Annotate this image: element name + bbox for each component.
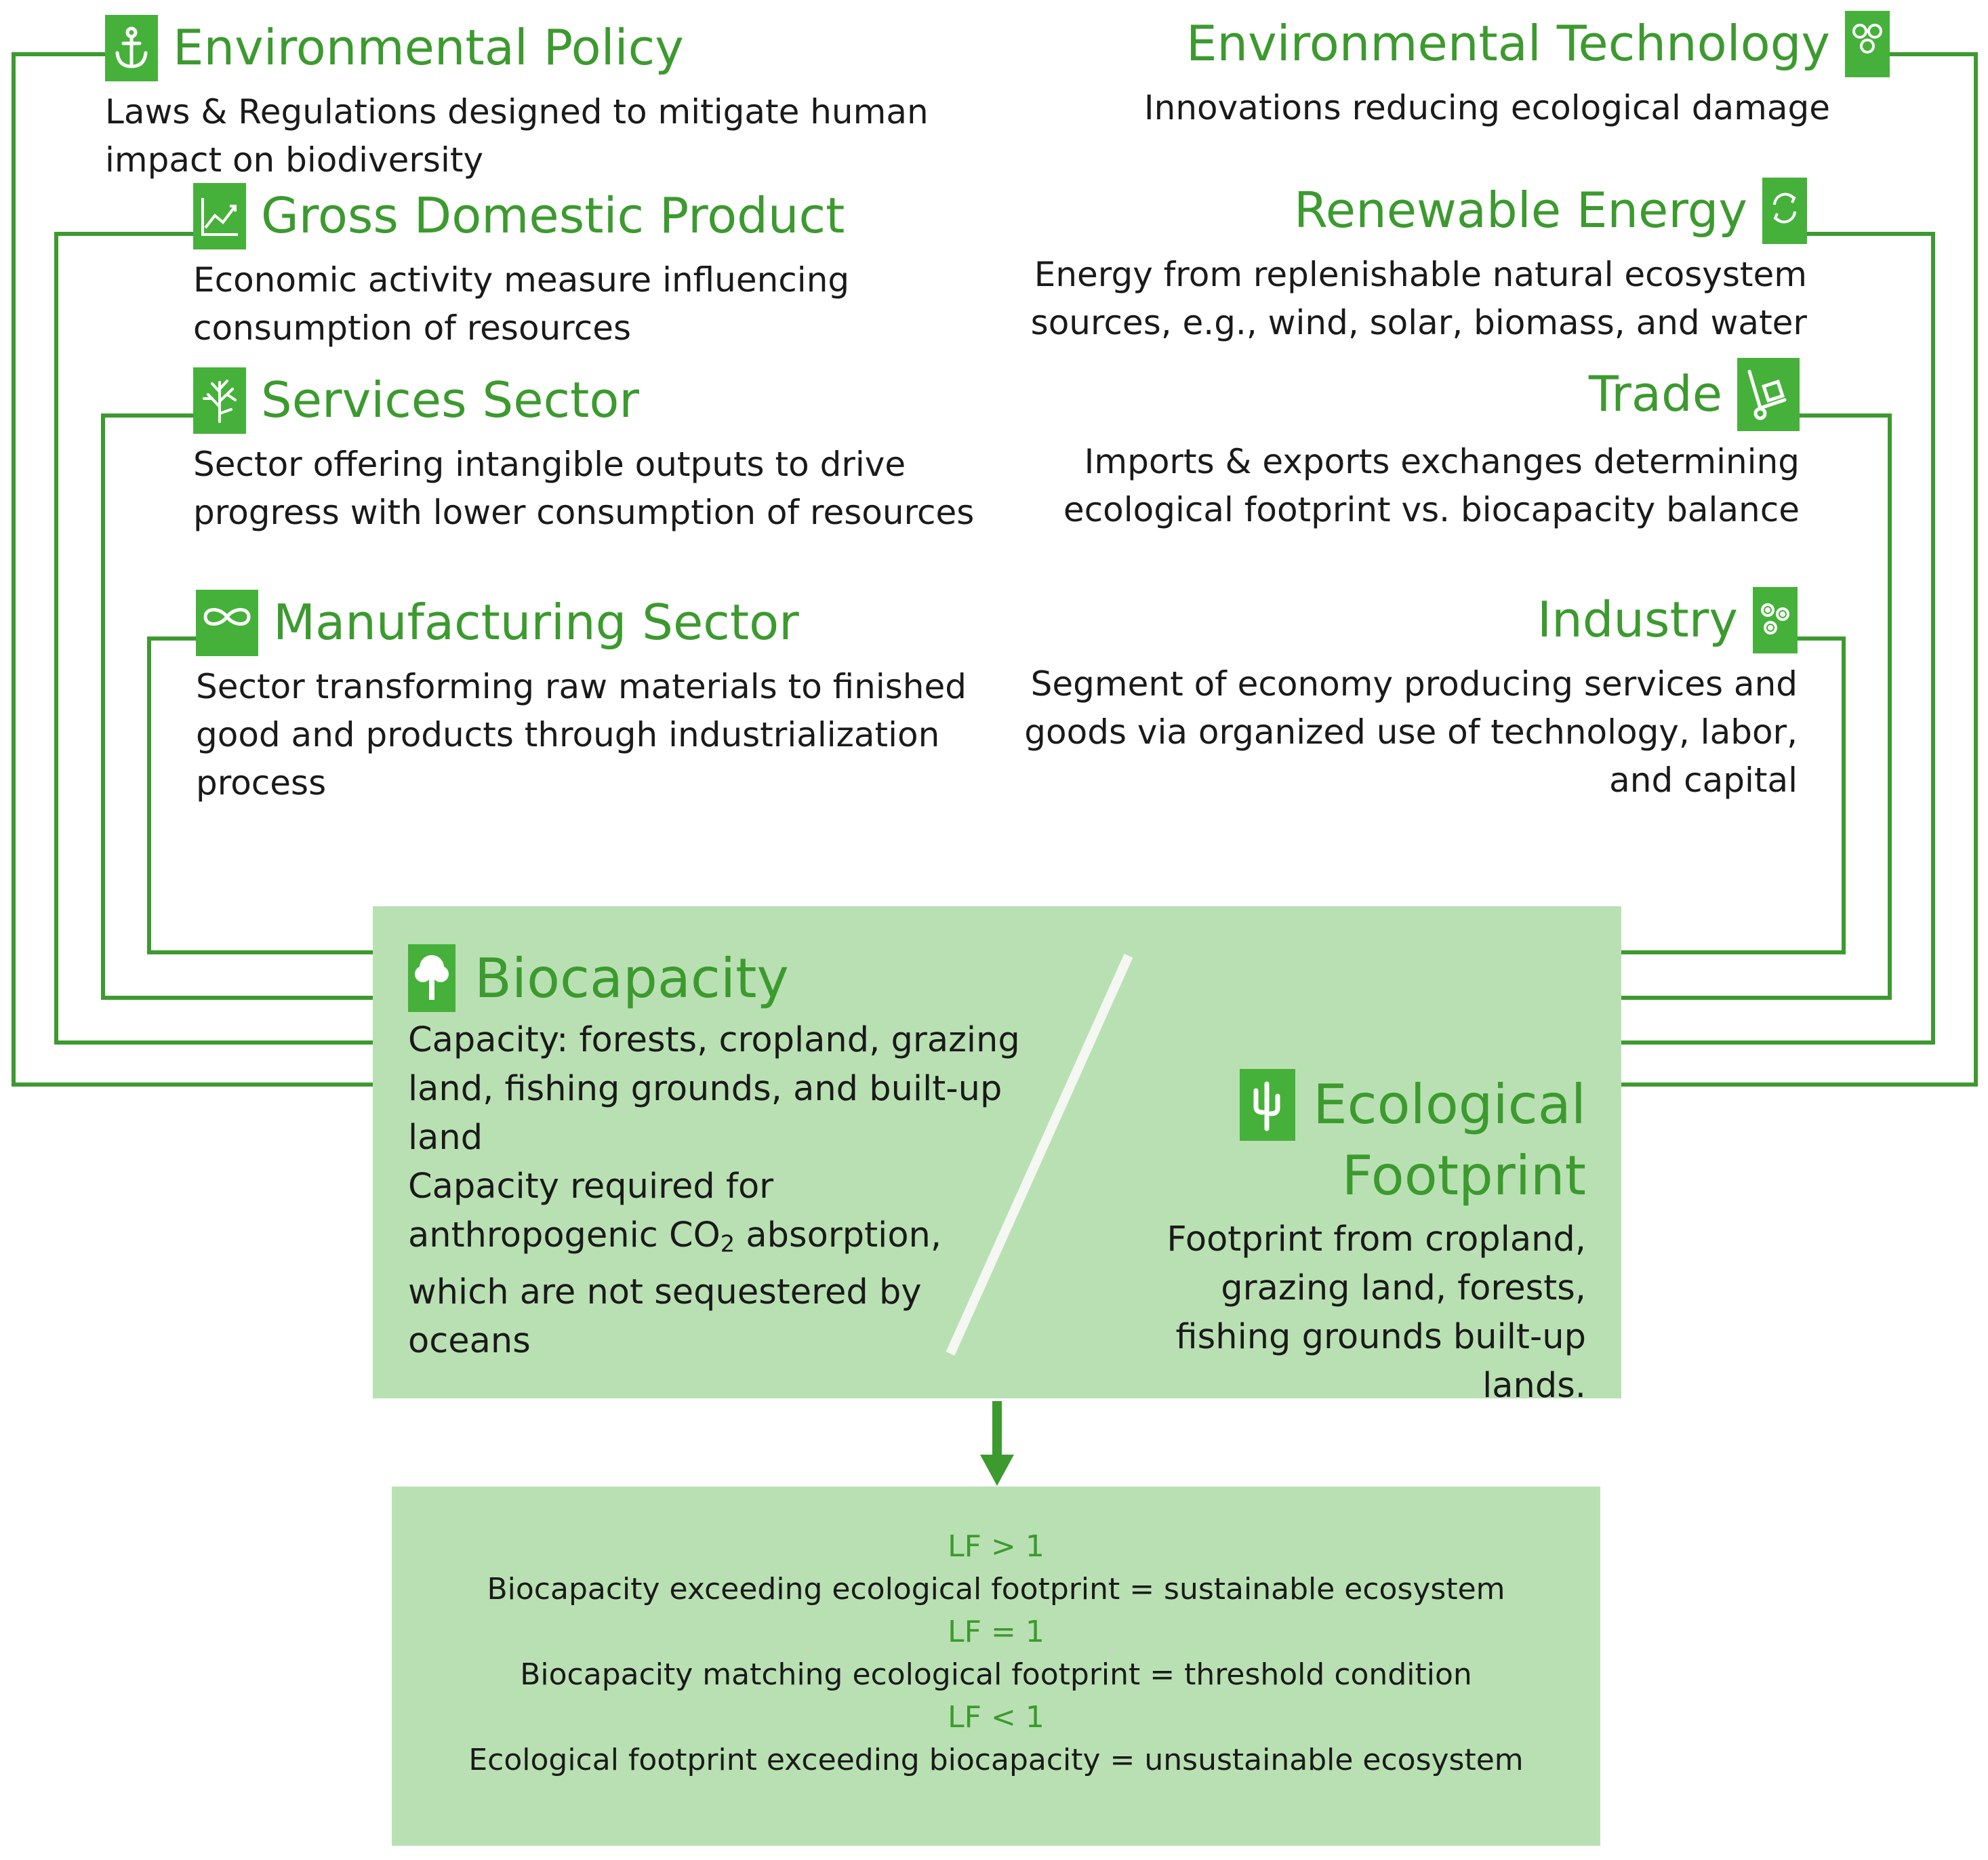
industry-connector xyxy=(1621,636,1846,954)
infinity-icon xyxy=(196,590,258,656)
center-arrow-head xyxy=(980,1455,1014,1486)
services-connector xyxy=(101,413,373,1000)
load-factor-outcomes-box: LF > 1 Biocapacity exceeding ecological … xyxy=(392,1487,1600,1846)
factor-services-sector: Services Sector Sector offering intangib… xyxy=(193,367,1007,537)
factor-title: Trade xyxy=(1588,365,1722,423)
policy-connector xyxy=(12,52,373,1087)
hand-truck-icon xyxy=(1737,358,1800,431)
lf-outcome-text: Biocapacity exceeding ecological footpri… xyxy=(487,1572,1505,1606)
factor-manufacturing-sector: Manufacturing Sector Sector transforming… xyxy=(196,590,1023,807)
ecological-footprint-panel: Ecological Footprint Footprint from crop… xyxy=(1112,1069,1586,1411)
lf-outcome-text: Ecological footprint exceeding biocapaci… xyxy=(468,1743,1524,1777)
factor-description: Sector transforming raw materials to fin… xyxy=(196,667,967,803)
factor-description: Segment of economy producing services an… xyxy=(1024,664,1798,800)
technology-connector xyxy=(1621,52,1978,1087)
factor-trade: Trade Imports & exports exchanges determ… xyxy=(1057,358,1800,534)
factor-title: Industry xyxy=(1537,591,1738,649)
coral-icon xyxy=(193,367,246,434)
biocapacity-panel: Biocapacity Capacity: forests, cropland,… xyxy=(408,944,1025,1366)
factor-title: Environmental Technology xyxy=(1185,15,1830,73)
factor-environmental-technology: Environmental Technology Innovations red… xyxy=(1057,11,1890,132)
outcomes-list: LF > 1 Biocapacity exceeding ecological … xyxy=(392,1526,1600,1782)
lf-condition: LF = 1 xyxy=(948,1615,1044,1649)
lf-outcome-text: Biocapacity matching ecological footprin… xyxy=(520,1657,1472,1692)
factor-description: Innovations reducing ecological damage xyxy=(1143,88,1830,127)
trade-connector xyxy=(1621,413,1892,1000)
divider-slash xyxy=(946,954,1133,1356)
cycle-icon xyxy=(1762,178,1807,244)
factor-industry: Industry Segment of economy producing se… xyxy=(1003,587,1798,805)
renewable-connector xyxy=(1621,232,1935,1045)
factor-description: Economic activity measure influencing co… xyxy=(193,260,850,348)
factor-title: Manufacturing Sector xyxy=(273,594,799,651)
cactus-icon xyxy=(1240,1069,1296,1141)
biocapacity-footprint-box: Biocapacity Capacity: forests, cropland,… xyxy=(373,906,1621,1406)
lf-condition: LF < 1 xyxy=(948,1700,1044,1735)
factor-description: Sector offering intangible outputs to dr… xyxy=(193,445,975,532)
gears-icon xyxy=(1753,587,1798,653)
biocapacity-title: Biocapacity xyxy=(474,946,789,1010)
footprint-description: Footprint from cropland, grazing land, f… xyxy=(1167,1219,1586,1406)
factor-description: Imports & exports exchanges determining … xyxy=(1063,442,1800,529)
factor-title: Gross Domestic Product xyxy=(261,187,845,245)
factor-title: Renewable Energy xyxy=(1294,182,1747,239)
biocapacity-description: Capacity: forests, cropland, grazing lan… xyxy=(408,1020,1020,1158)
factor-environmental-policy: Environmental Policy Laws & Regulations … xyxy=(105,15,986,184)
line-chart-icon xyxy=(193,183,246,249)
gdp-connector xyxy=(54,232,373,1045)
tree-icon xyxy=(408,944,455,1012)
co2-capacity-description: Capacity required for anthropogenic CO2 … xyxy=(408,1167,942,1362)
factor-description: Energy from replenishable natural ecosys… xyxy=(1030,255,1807,342)
lf-condition: LF > 1 xyxy=(948,1529,1044,1564)
footprint-title: Ecological xyxy=(1313,1073,1586,1136)
factor-title: Services Sector xyxy=(261,371,639,429)
factor-description: Laws & Regulations designed to mitigate … xyxy=(105,92,929,180)
footprint-title-line2: Footprint xyxy=(1341,1144,1586,1207)
factor-renewable-energy: Renewable Energy Energy from replenishab… xyxy=(1003,178,1807,347)
molecule-icon xyxy=(1845,11,1890,77)
manufacturing-connector xyxy=(147,636,373,954)
anchor-icon xyxy=(105,15,158,81)
factor-title: Environmental Policy xyxy=(173,19,684,77)
factor-gross-domestic-product: Gross Domestic Product Economic activity… xyxy=(193,183,1007,352)
